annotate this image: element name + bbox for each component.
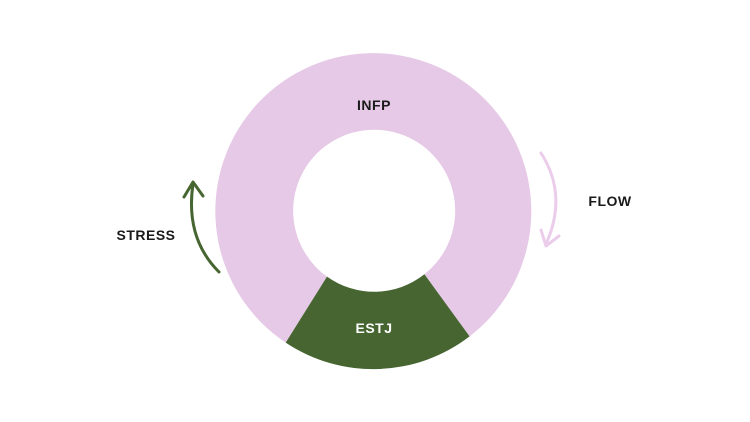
stress-label: STRESS (116, 227, 175, 243)
flow-arrow-head (539, 228, 561, 248)
stress-arrow-head (182, 180, 205, 199)
infp-ring-segment (215, 53, 532, 343)
flow-arrow-shaft (539, 151, 558, 246)
stress-arrow-shaft (189, 182, 221, 274)
infp-label: INFP (357, 97, 391, 113)
flow-label: FLOW (588, 193, 631, 209)
estj-label: ESTJ (355, 320, 392, 336)
estj-ring-segment (285, 274, 470, 370)
stress-arrow (182, 180, 221, 274)
flow-arrow (539, 151, 561, 248)
